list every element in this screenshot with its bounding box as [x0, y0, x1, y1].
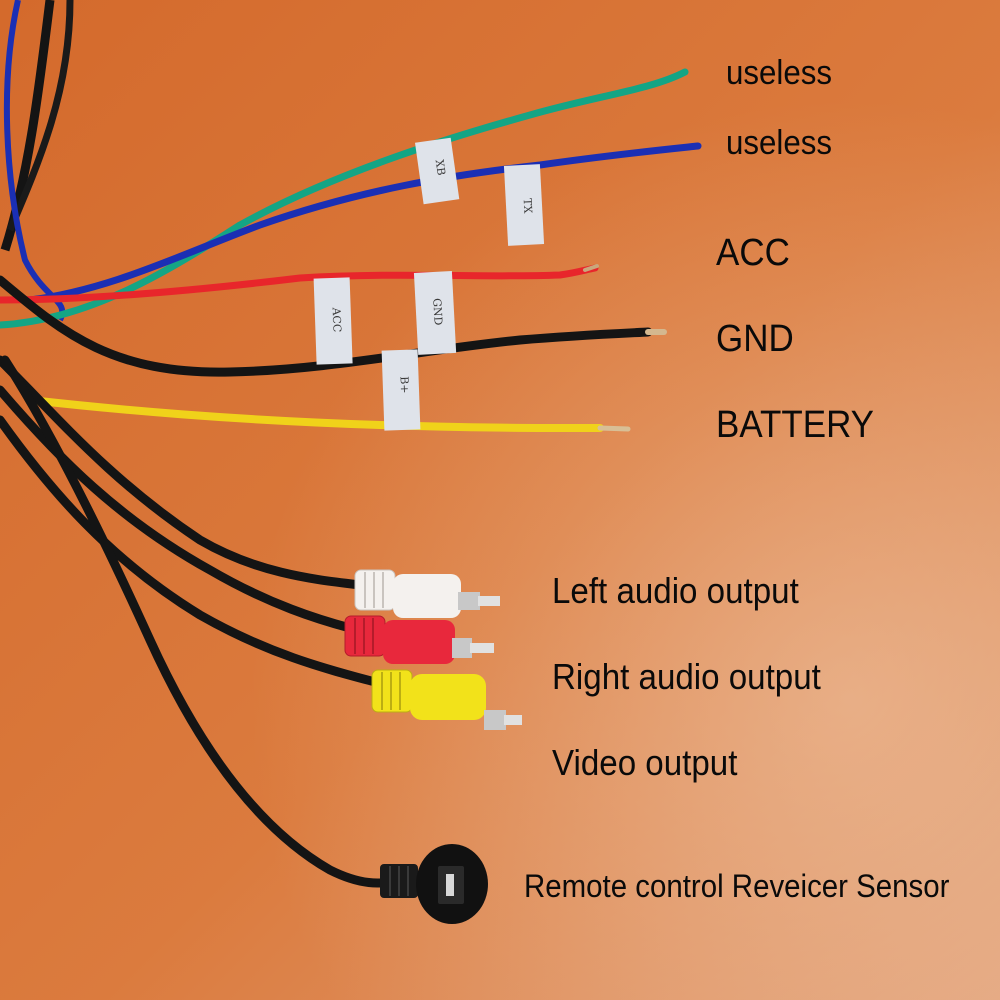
tape-text-gnd: GND	[430, 298, 444, 326]
label-yellow-wire: BATTERY	[716, 404, 875, 446]
tape-text-bplus: B+	[398, 376, 412, 394]
blue-wire	[26, 142, 702, 304]
rca-plug-red	[344, 615, 494, 664]
label-black-wire: GND	[716, 318, 794, 360]
tape-black-wire: GND	[413, 271, 457, 355]
label-rca-white: Left audio output	[552, 570, 799, 611]
tape-red-wire: ACC	[313, 277, 353, 365]
black-wire	[0, 275, 653, 377]
tape-yellow-wire: B+	[381, 349, 421, 431]
remote-sensor	[380, 844, 488, 924]
label-rca-red: Right audio output	[552, 656, 821, 697]
yellow-wire	[26, 396, 604, 432]
rca-plug-yellow	[371, 669, 522, 730]
label-blue-wire: useless	[726, 124, 833, 162]
cable-to-yellow-rca	[0, 415, 380, 687]
tape-text-xb: XB	[433, 159, 448, 177]
tape-green-wire: XB	[414, 137, 460, 205]
cable-to-white-rca	[0, 355, 365, 590]
label-sensor: Remote control Reveicer Sensor	[524, 868, 950, 904]
yellow-wire-tip	[597, 425, 631, 432]
red-wire-tip	[583, 264, 599, 272]
label-rca-yellow: Video output	[552, 742, 738, 783]
tape-text-tx: TX	[521, 198, 535, 214]
rca-plug-white	[354, 569, 500, 618]
red-wire	[0, 264, 599, 304]
label-green-wire: useless	[726, 54, 833, 92]
cable-bundle-left-2	[6, 0, 74, 232]
tape-blue-wire: TX	[503, 164, 545, 246]
label-red-wire: ACC	[716, 232, 790, 274]
tape-text-acc: ACC	[330, 306, 344, 332]
cable-to-sensor	[0, 355, 405, 888]
